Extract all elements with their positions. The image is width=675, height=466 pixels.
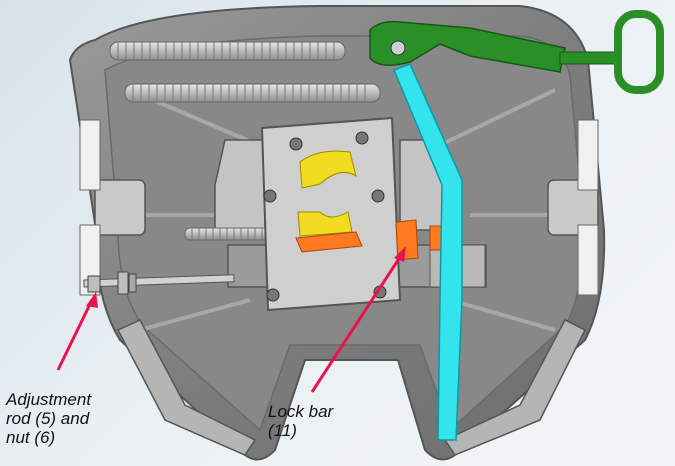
upper-springs <box>109 41 381 103</box>
upper-jaw <box>297 150 357 237</box>
callout-arrows <box>56 246 406 393</box>
adjustment-rod-callout: Adjustment rod (5) and nut (6) <box>6 390 92 447</box>
lock-bar-callout: Lock bar (11) <box>268 402 334 440</box>
adjustment-rod <box>83 271 235 295</box>
release-handle <box>369 10 664 94</box>
lower-spring <box>184 227 276 241</box>
jaw-plate <box>260 116 402 312</box>
lock-bar <box>393 63 463 441</box>
right-pivot-bracket <box>547 119 599 296</box>
